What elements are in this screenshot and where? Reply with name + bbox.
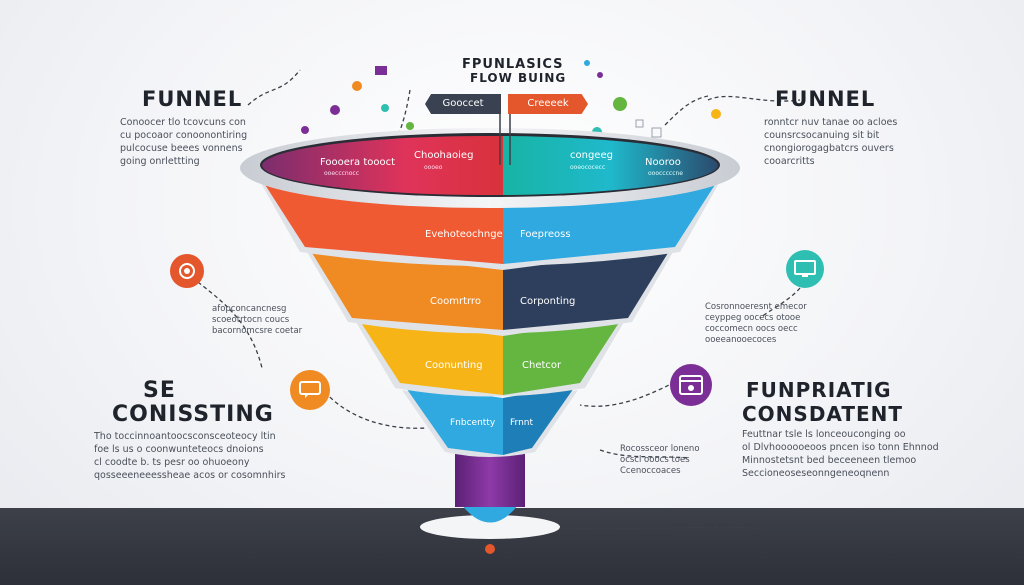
bottom-left-title-line1: SE xyxy=(143,378,176,403)
layer-3-right-label: Chetcor xyxy=(522,360,562,371)
bottom-left-title-line2: CONISSTING xyxy=(112,402,274,427)
top-right-title: FUNNEL xyxy=(775,87,876,111)
top-left-body-line: pulcocuse beees vonnens xyxy=(120,143,243,154)
rim-label-4: Nooroo xyxy=(645,157,681,168)
bottom-right-body-line: Feuttnar tsle ls lonceouconging oo xyxy=(742,429,906,440)
top-right-body: ronntcr nuv tanae oo acloes counsrcsocan… xyxy=(764,116,897,168)
mid-right-note-line: ceyppeg oocecs otooe xyxy=(705,313,801,323)
bottom-left-body-line: foe ls us o coonwunteteocs dnoions xyxy=(94,444,264,455)
mid-left-note: afopconcancnesg scoeotrtocn coucs bacorn… xyxy=(212,304,302,337)
top-right-body-line: cooarcritts xyxy=(764,156,815,167)
rim-label-1: Foooera toooct xyxy=(320,157,396,168)
top-left-body-line: Conoocer tlo tcovcuns con xyxy=(120,117,246,128)
layer-1-right-label: Foepreoss xyxy=(520,229,571,240)
monitor-icon xyxy=(786,250,824,288)
connector-lines xyxy=(197,69,801,530)
top-left-body-line: going onrlettting xyxy=(120,156,200,167)
rim-label-2: Choohaoieg xyxy=(414,150,474,161)
bottom-right-body-line: Minnostetsnt bed beceeneen tlemoo xyxy=(742,455,917,466)
center-note-line: Rocossceor loneno xyxy=(620,444,700,454)
rim-sub-3: ooeococecc xyxy=(570,164,606,171)
header-title-line1: FPUNLASICS xyxy=(462,57,564,72)
bottom-right-title-line1: FUNPRIATIG xyxy=(746,378,892,402)
center-note-line: ocscl ooocs toes xyxy=(620,455,690,465)
rim-sub-1: ooecccnocc xyxy=(324,170,360,177)
rim-sub-2: oooeo xyxy=(424,164,443,171)
layer-4-right-label: Frnnt xyxy=(510,418,534,428)
rim-label-3: congeeg xyxy=(570,150,613,161)
mid-right-note-line: Cosronnoeresnt emecor xyxy=(705,302,807,312)
mid-right-note-line: coccomecn oocs oecc xyxy=(705,324,798,334)
mid-right-note: Cosronnoeresnt emecor ceyppeg oocecs oto… xyxy=(705,302,807,346)
mid-left-note-line: scoeotrtocn coucs xyxy=(212,315,290,325)
bottom-right-title-line2: CONSDATENT xyxy=(742,402,904,426)
mid-left-note-line: bacornomcsre coetar xyxy=(212,326,303,336)
chat-icon xyxy=(290,370,330,410)
layer-2-left-label: Coomrtrro xyxy=(430,296,481,307)
browser-icon xyxy=(670,364,712,406)
decorative-dots xyxy=(301,60,721,137)
bottom-right-body-line: ol Dlvhoooooeoos pncen iso tonn Ehnnod xyxy=(742,442,939,453)
top-right-body-line: counsrcsocanuing sit bit xyxy=(764,130,880,141)
bottom-left-body: Tho toccinnoantoocsconsceoteocy ltin foe… xyxy=(94,430,285,482)
target-icon xyxy=(170,254,204,288)
bottom-right-body: Feuttnar tsle ls lonceouconging oo ol Dl… xyxy=(742,428,939,480)
top-right-body-line: ronntcr nuv tanae oo acloes xyxy=(764,117,898,128)
top-left-title: FUNNEL xyxy=(142,87,243,111)
layer-4-left-label: Fnbcentty xyxy=(450,418,496,428)
center-note: Rocossceor loneno ocscl ooocs toes Cceno… xyxy=(620,444,700,477)
top-right-body-line: cnongiorogagbatcrs ouvers xyxy=(764,143,894,154)
rim-sub-4: ooocccccne xyxy=(648,170,684,177)
layer-3-left-label: Coonunting xyxy=(425,360,483,371)
tag-left: Gooccet xyxy=(425,94,501,114)
bottom-left-body-line: cl coodte b. ts pesr oo ohuoeony xyxy=(94,457,250,468)
tag-right: Creeeek xyxy=(508,94,588,114)
header-title-line2: FLOW BUING xyxy=(470,71,567,85)
layer-2-right-label: Corponting xyxy=(520,296,576,307)
layer-1-left-label: Evehoteochnge xyxy=(425,229,503,240)
center-note-line: Ccenoccoaces xyxy=(620,466,681,476)
mid-right-note-line: ooeeanooecoces xyxy=(705,335,777,345)
mid-left-note-line: afopconcancnesg xyxy=(212,304,287,314)
top-left-body: Conoocer tlo tcovcuns con cu pocoaor con… xyxy=(120,116,247,168)
bottom-left-body-line: qosseeeneeessheae acos or cosomnhirs xyxy=(94,470,286,481)
bottom-left-body-line: Tho toccinnoantoocsconsceoteocy ltin xyxy=(94,431,276,442)
top-left-body-line: cu pocoaor conoonontiring xyxy=(120,130,248,141)
bottom-right-body-line: Seccioneoseseonngeneoqnenn xyxy=(742,468,890,479)
